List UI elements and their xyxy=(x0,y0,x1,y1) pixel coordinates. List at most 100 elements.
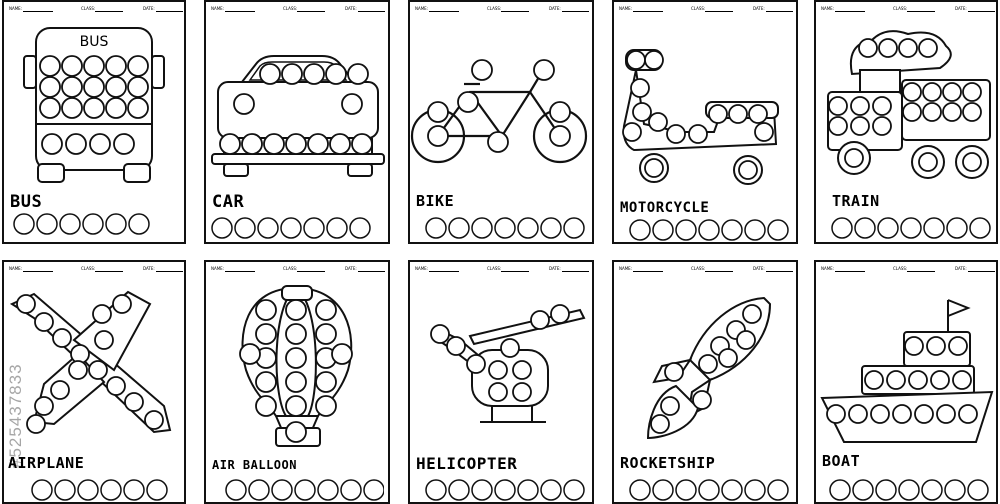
dot-marker-circle[interactable] xyxy=(331,343,353,365)
dot-marker-circle[interactable] xyxy=(259,63,281,85)
dot-marker-circle[interactable] xyxy=(446,336,466,356)
dot-marker-circle[interactable] xyxy=(858,38,878,58)
dot-marker-circle[interactable] xyxy=(872,96,892,116)
dot-marker-circle[interactable] xyxy=(50,380,70,400)
count-circle[interactable] xyxy=(280,217,302,239)
dot-marker-circle[interactable] xyxy=(471,59,493,81)
dot-marker-circle[interactable] xyxy=(942,102,962,122)
dot-marker-circle[interactable] xyxy=(351,133,373,155)
count-circle[interactable] xyxy=(225,479,247,501)
count-circle[interactable] xyxy=(540,217,562,239)
dot-marker-circle[interactable] xyxy=(457,91,479,113)
dot-marker-circle[interactable] xyxy=(285,133,307,155)
dot-marker-circle[interactable] xyxy=(632,102,652,122)
dot-marker-circle[interactable] xyxy=(622,122,642,142)
dot-marker-circle[interactable] xyxy=(922,82,942,102)
count-circle[interactable] xyxy=(629,479,651,501)
dot-marker-circle[interactable] xyxy=(127,55,149,77)
dot-marker-circle[interactable] xyxy=(648,112,668,132)
dot-marker-circle[interactable] xyxy=(902,82,922,102)
dot-marker-circle[interactable] xyxy=(83,76,105,98)
dot-marker-circle[interactable] xyxy=(962,152,982,172)
count-circle[interactable] xyxy=(767,479,789,501)
count-circle[interactable] xyxy=(494,217,516,239)
count-circle[interactable] xyxy=(721,219,743,241)
count-circle[interactable] xyxy=(967,479,989,501)
dot-marker-circle[interactable] xyxy=(952,370,972,390)
count-circle[interactable] xyxy=(946,217,968,239)
dot-marker-circle[interactable] xyxy=(922,102,942,122)
count-circle[interactable] xyxy=(875,479,897,501)
count-circle[interactable] xyxy=(123,479,145,501)
dot-marker-circle[interactable] xyxy=(738,160,758,180)
count-circle[interactable] xyxy=(698,219,720,241)
count-circle[interactable] xyxy=(969,217,991,239)
dot-marker-circle[interactable] xyxy=(144,410,164,430)
dot-marker-circle[interactable] xyxy=(688,124,708,144)
count-circle[interactable] xyxy=(767,219,789,241)
dot-marker-circle[interactable] xyxy=(285,299,307,321)
count-circle[interactable] xyxy=(563,217,585,239)
count-circle[interactable] xyxy=(471,479,493,501)
dot-marker-circle[interactable] xyxy=(65,133,87,155)
dot-marker-circle[interactable] xyxy=(239,343,261,365)
dot-marker-circle[interactable] xyxy=(488,360,508,380)
dot-marker-circle[interactable] xyxy=(329,133,351,155)
dot-marker-circle[interactable] xyxy=(718,348,738,368)
count-circle[interactable] xyxy=(77,479,99,501)
dot-marker-circle[interactable] xyxy=(315,323,337,345)
dot-marker-circle[interactable] xyxy=(285,347,307,369)
count-circle[interactable] xyxy=(317,479,339,501)
count-circle[interactable] xyxy=(744,219,766,241)
dot-marker-circle[interactable] xyxy=(958,404,978,424)
dot-marker-circle[interactable] xyxy=(533,59,555,81)
dot-marker-circle[interactable] xyxy=(39,76,61,98)
dot-marker-circle[interactable] xyxy=(427,125,449,147)
dot-marker-circle[interactable] xyxy=(892,404,912,424)
dot-marker-circle[interactable] xyxy=(285,395,307,417)
count-circle[interactable] xyxy=(248,479,270,501)
dot-marker-circle[interactable] xyxy=(886,370,906,390)
dot-marker-circle[interactable] xyxy=(488,382,508,402)
dot-marker-circle[interactable] xyxy=(908,370,928,390)
count-circle[interactable] xyxy=(59,213,81,235)
count-circle[interactable] xyxy=(675,479,697,501)
count-circle[interactable] xyxy=(517,217,539,239)
dot-marker-circle[interactable] xyxy=(219,133,241,155)
dot-marker-circle[interactable] xyxy=(285,323,307,345)
dot-marker-circle[interactable] xyxy=(39,97,61,119)
dot-marker-circle[interactable] xyxy=(850,96,870,116)
dot-marker-circle[interactable] xyxy=(948,336,968,356)
dot-marker-circle[interactable] xyxy=(241,133,263,155)
dot-marker-circle[interactable] xyxy=(644,50,664,70)
dot-marker-circle[interactable] xyxy=(315,395,337,417)
dot-marker-circle[interactable] xyxy=(870,404,890,424)
dot-marker-circle[interactable] xyxy=(285,421,307,443)
dot-marker-circle[interactable] xyxy=(83,97,105,119)
dot-marker-circle[interactable] xyxy=(233,93,255,115)
count-circle[interactable] xyxy=(13,213,35,235)
count-circle[interactable] xyxy=(900,217,922,239)
dot-marker-circle[interactable] xyxy=(512,360,532,380)
dot-marker-circle[interactable] xyxy=(105,55,127,77)
dot-marker-circle[interactable] xyxy=(315,371,337,393)
dot-marker-circle[interactable] xyxy=(88,360,108,380)
dot-marker-circle[interactable] xyxy=(105,76,127,98)
dot-marker-circle[interactable] xyxy=(962,82,982,102)
dot-marker-circle[interactable] xyxy=(754,122,774,142)
dot-marker-circle[interactable] xyxy=(850,116,870,136)
count-circle[interactable] xyxy=(128,213,150,235)
dot-marker-circle[interactable] xyxy=(307,133,329,155)
dot-marker-circle[interactable] xyxy=(878,38,898,58)
count-circle[interactable] xyxy=(257,217,279,239)
dot-marker-circle[interactable] xyxy=(113,133,135,155)
dot-marker-circle[interactable] xyxy=(127,97,149,119)
dot-marker-circle[interactable] xyxy=(626,50,646,70)
count-circle[interactable] xyxy=(425,217,447,239)
dot-marker-circle[interactable] xyxy=(902,102,922,122)
dot-marker-circle[interactable] xyxy=(942,82,962,102)
dot-marker-circle[interactable] xyxy=(664,362,684,382)
count-circle[interactable] xyxy=(425,479,447,501)
count-circle[interactable] xyxy=(363,479,384,501)
count-circle[interactable] xyxy=(54,479,76,501)
